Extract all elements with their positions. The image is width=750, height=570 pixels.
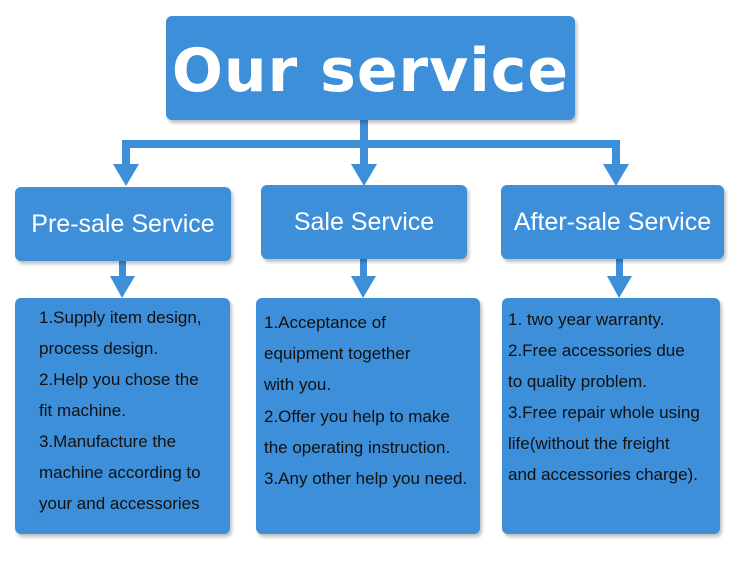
detail-line: 3.Manufacture the (39, 432, 177, 451)
category-label-pre-sale: Pre-sale Service (31, 209, 215, 238)
detail-line: process design. (39, 339, 159, 358)
detail-line: 1. two year warranty. (508, 310, 665, 329)
detail-line: equipment together (264, 344, 411, 363)
detail-line: machine according to (39, 463, 201, 482)
detail-line: 2.Offer you help to make (264, 407, 450, 426)
detail-line: 3.Any other help you need. (264, 469, 468, 488)
category-label-after-sale: After-sale Service (513, 207, 712, 236)
detail-line: fit machine. (39, 401, 126, 420)
detail-box-after-sale: 1. two year warranty. 2.Free accessories… (502, 298, 720, 534)
detail-line: 3.Free repair whole using (508, 403, 700, 422)
detail-line: to quality problem. (508, 372, 647, 391)
category-box-sale: Sale Service (261, 185, 467, 259)
detail-box-pre-sale: 1.Supply item design, process design. 2.… (15, 298, 230, 534)
detail-line: 2.Help you chose the (39, 370, 199, 389)
detail-line: life(without the freight (508, 434, 670, 453)
detail-line: the operating instruction. (264, 438, 451, 457)
detail-line: 1.Supply item design, (39, 308, 202, 327)
page-title: Our service (171, 36, 570, 106)
detail-line: and accessories charge). (508, 465, 698, 484)
category-label-sale: Sale Service (293, 207, 435, 236)
detail-box-sale: 1.Acceptance of equipment together with … (256, 298, 480, 534)
category-box-pre-sale: Pre-sale Service (15, 187, 231, 261)
detail-line: with you. (264, 375, 332, 394)
detail-line: your and accessories (39, 494, 200, 513)
title-box: Our service (166, 16, 575, 120)
detail-line: 2.Free accessories due (508, 341, 685, 360)
detail-line: 1.Acceptance of (264, 313, 386, 332)
category-box-after-sale: After-sale Service (501, 185, 724, 259)
